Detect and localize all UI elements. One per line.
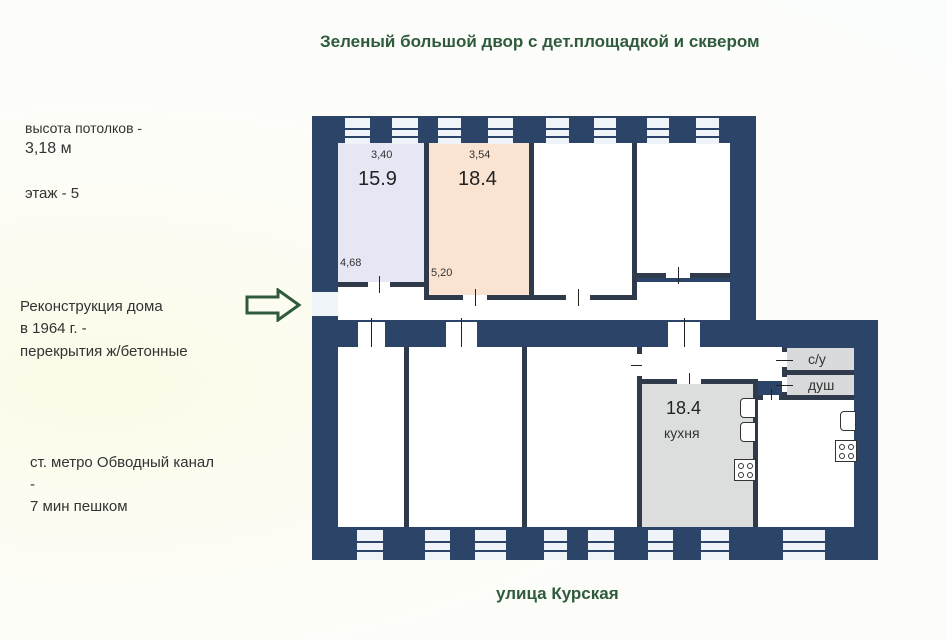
hallway-lower (642, 347, 782, 381)
metro-line-3: 7 мин пешком (30, 498, 128, 515)
arrow-right-icon (245, 288, 302, 322)
street-label: улица Курская (496, 584, 619, 603)
room-5 (338, 347, 404, 527)
wc-label: с/у (808, 351, 826, 367)
wc-wall-left (782, 347, 787, 397)
ceiling-height-value: 3,18 м (25, 140, 72, 157)
window (357, 530, 383, 560)
room2-door (463, 289, 487, 306)
floor-info: этаж - 5 (25, 185, 80, 202)
kitchen-door (677, 373, 701, 390)
window (648, 530, 673, 560)
room2-width-dim: 3,54 (469, 149, 491, 161)
metro-line-1: ст. метро Обводный канал (30, 454, 214, 471)
window (588, 530, 614, 560)
kitchen-label: кухня (664, 425, 700, 441)
window (783, 530, 825, 560)
reconstruction-line-3: перекрытия ж/бетонные (20, 343, 188, 360)
room7-door (631, 354, 648, 376)
shower-door (776, 377, 793, 392)
shower-label: душ (808, 377, 835, 393)
room-6 (409, 347, 522, 527)
room3-door (566, 289, 590, 306)
room-15-9 (338, 143, 424, 282)
window (544, 530, 567, 560)
right-room-door (763, 389, 779, 406)
ceiling-height-label: высота потолков - (25, 120, 143, 136)
door-swing (371, 318, 372, 352)
kitchen-area: 18.4 (666, 398, 702, 418)
room-right (758, 400, 854, 527)
sink-icon (740, 398, 756, 418)
room1-length-dim: 4,68 (340, 257, 362, 269)
wall-6-7 (522, 347, 527, 527)
door-swing (684, 318, 685, 352)
wall-1-2 (424, 143, 429, 300)
shower (787, 375, 854, 395)
reconstruction-line-2: в 1964 г. - (20, 320, 87, 337)
room1-area: 15.9 (358, 168, 397, 190)
room2-area: 18.4 (458, 168, 497, 190)
wc-door (776, 352, 793, 367)
reconstruction-line-1: Реконструкция дома (20, 298, 163, 315)
window (438, 118, 461, 144)
wall-2-3 (529, 143, 534, 300)
sink-icon (840, 411, 856, 431)
room-4 (637, 143, 730, 273)
wc-divider (787, 370, 854, 375)
window (488, 118, 513, 144)
metro-line-2: - (30, 476, 35, 493)
window (392, 118, 418, 144)
window (345, 118, 370, 144)
window (425, 530, 450, 560)
window (546, 118, 569, 144)
wall-7-8 (637, 347, 642, 527)
room-18-4 (429, 143, 529, 295)
wc (787, 348, 854, 370)
room2-length-dim: 5,20 (431, 267, 453, 279)
window (696, 118, 719, 144)
kitchen-wall-right (753, 379, 758, 527)
stove-icon (734, 459, 756, 481)
wall-3-4 (632, 143, 637, 300)
entrance-door (312, 292, 338, 316)
window (475, 530, 506, 560)
window (647, 118, 669, 144)
courtyard-label: Зеленый большой двор с дет.площадкой и с… (320, 32, 760, 51)
sink-icon (740, 422, 756, 442)
window (594, 118, 616, 144)
room4-door (666, 267, 690, 284)
right-room-wall-top (758, 395, 854, 400)
door-swing (461, 318, 462, 354)
room1-width-dim: 3,40 (371, 149, 393, 161)
window (701, 530, 729, 560)
room1-door (368, 276, 390, 293)
kitchen (642, 384, 753, 527)
stove-icon (835, 440, 857, 462)
room-3 (534, 143, 632, 295)
room-7 (527, 347, 637, 527)
wall-5-6 (404, 347, 409, 527)
